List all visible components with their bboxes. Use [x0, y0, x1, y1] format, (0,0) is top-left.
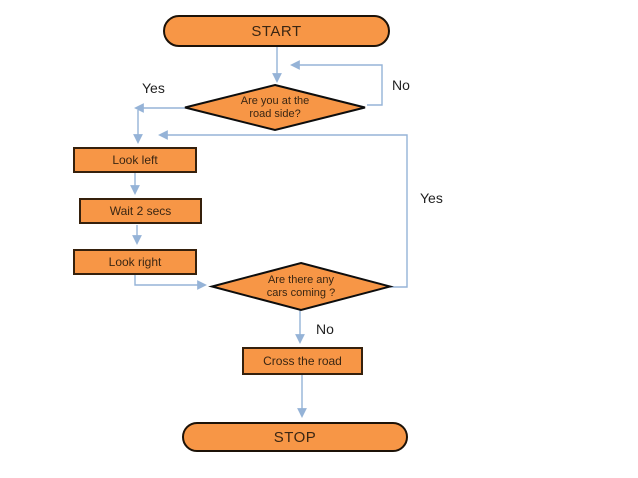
edge-label-no-top: No — [392, 77, 410, 93]
node-cross-the-road-label: Cross the road — [263, 354, 342, 368]
node-wait-2-secs[interactable]: Wait 2 secs — [79, 198, 202, 224]
node-look-left[interactable]: Look left — [73, 147, 197, 173]
node-look-left-label: Look left — [112, 153, 158, 167]
connector-no-loop-top — [290, 60, 383, 106]
node-start-label: START — [251, 22, 302, 40]
decision-roadside-shape[interactable] — [184, 83, 366, 132]
connector-lookright-to-cars — [134, 275, 207, 290]
edge-label-yes-top: Yes — [142, 80, 165, 96]
node-start[interactable]: START — [163, 15, 390, 47]
edge-label-no-bottom: No — [316, 321, 334, 337]
node-cross-the-road[interactable]: Cross the road — [242, 347, 363, 375]
node-look-right[interactable]: Look right — [73, 249, 197, 275]
node-look-right-label: Look right — [108, 255, 162, 269]
edge-label-yes-right: Yes — [420, 190, 443, 206]
node-wait-2-secs-label: Wait 2 secs — [109, 204, 172, 218]
decision-cars-shape[interactable] — [208, 261, 394, 312]
connector-yes-loop-right — [158, 130, 408, 288]
node-stop[interactable]: STOP — [182, 422, 408, 452]
node-stop-label: STOP — [273, 428, 317, 446]
